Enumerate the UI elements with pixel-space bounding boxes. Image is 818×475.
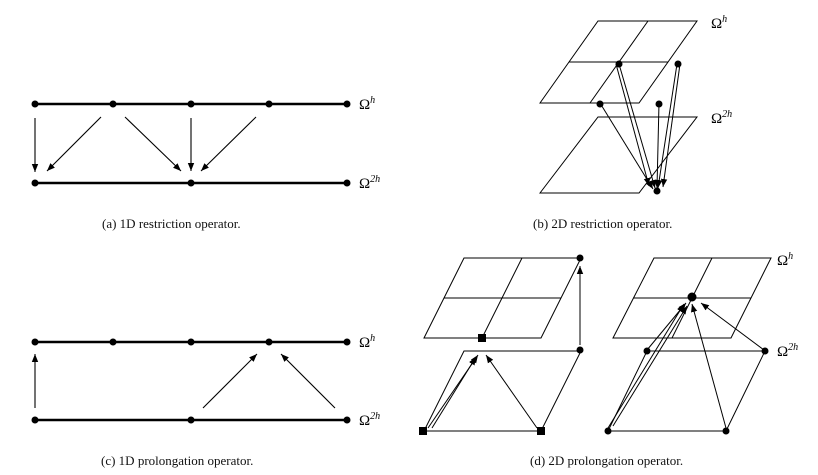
grid-point: [187, 338, 195, 346]
fine-grid-label: Ωh: [359, 95, 375, 113]
grid-point: [31, 100, 39, 108]
grid-point: [655, 100, 663, 108]
fine-grid-label: Ωh: [711, 14, 727, 32]
grid-point: [109, 100, 117, 108]
arrow: [46, 116, 102, 172]
grid-point: [109, 338, 117, 346]
grid-point: [343, 416, 351, 424]
grid-point: [31, 179, 39, 187]
grid-point: [576, 346, 584, 354]
coarse-grid-outline: [538, 116, 699, 194]
grid-point: [643, 347, 651, 355]
grid-point: [604, 427, 612, 435]
arrow: [431, 356, 477, 429]
fine-grid-points: [31, 100, 351, 108]
arrow: [124, 116, 182, 172]
coarse-grid-points: [31, 416, 351, 424]
grid-point: [687, 292, 697, 302]
caption-a: (a) 1D restriction operator.: [102, 216, 241, 231]
caption-c: (c) 1D prolongation operator.: [101, 453, 254, 468]
panel-a-1d-restriction: Ωh Ω2h: [31, 95, 380, 192]
coarse-grid-label: Ω2h: [359, 174, 380, 192]
arrow: [660, 63, 681, 188]
fine-grid-label: Ωh: [359, 333, 375, 351]
coarse-grid-points: [31, 179, 351, 187]
panel-d-2d-prolongation-left: [419, 254, 584, 435]
panel-d-2d-prolongation-right: Ωh Ω2h: [604, 251, 798, 435]
grid-point: [187, 416, 195, 424]
prolongation-arrows: [31, 353, 336, 409]
grid-point: [265, 338, 273, 346]
caption-d: (d) 2D prolongation operator.: [530, 453, 684, 468]
grid-point: [722, 427, 730, 435]
arrow: [646, 302, 687, 351]
arrow: [202, 353, 258, 409]
grid-point: [615, 60, 623, 68]
restriction-arrows: [599, 63, 681, 190]
coarse-grid-outline: [423, 350, 582, 432]
arrow: [280, 353, 336, 409]
grid-point: [761, 347, 769, 355]
grid-point: [31, 416, 39, 424]
panel-b-2d-restriction: Ωh Ω2h: [538, 14, 732, 195]
grid-point: [265, 100, 273, 108]
square-marker: [537, 427, 545, 435]
square-marker: [419, 427, 427, 435]
restriction-arrows: [31, 116, 257, 172]
coarse-grid-outline: [607, 350, 766, 432]
coarse-grid-label: Ω2h: [359, 411, 380, 429]
coarse-grid-label: Ω2h: [777, 342, 798, 360]
fine-grid-outline: [612, 257, 772, 339]
grid-points: [604, 292, 769, 435]
square-marker: [478, 334, 486, 342]
arrow: [200, 116, 257, 172]
arrow: [653, 102, 661, 189]
grid-points: [419, 254, 584, 435]
arrow: [612, 305, 688, 427]
prolongation-arrows: [607, 302, 765, 429]
grid-point: [343, 338, 351, 346]
grid-point: [343, 179, 351, 187]
prolongation-arrows: [427, 266, 584, 429]
coarse-grid-label: Ω2h: [711, 109, 732, 127]
panel-c-1d-prolongation: Ωh Ω2h: [31, 333, 380, 429]
fine-grid-midline: [481, 257, 523, 339]
grid-point: [187, 179, 195, 187]
grid-point: [343, 100, 351, 108]
grid-point: [596, 100, 604, 108]
grid-point: [187, 100, 195, 108]
grid-point: [674, 60, 682, 68]
grid-point: [31, 338, 39, 346]
arrow: [618, 63, 656, 189]
arrow: [485, 354, 538, 429]
fine-grid-outline: [539, 20, 698, 104]
arrow: [691, 303, 727, 429]
fine-grid-points: [31, 338, 351, 346]
fine-grid-label: Ωh: [777, 251, 793, 269]
grid-point: [653, 187, 661, 195]
arrow: [615, 63, 651, 187]
grid-points: [596, 60, 682, 195]
arrow: [599, 102, 654, 190]
grid-point: [576, 254, 584, 262]
arrow: [656, 63, 678, 189]
arrow: [607, 303, 685, 429]
arrow: [700, 302, 765, 351]
caption-b: (b) 2D restriction operator.: [533, 216, 673, 231]
